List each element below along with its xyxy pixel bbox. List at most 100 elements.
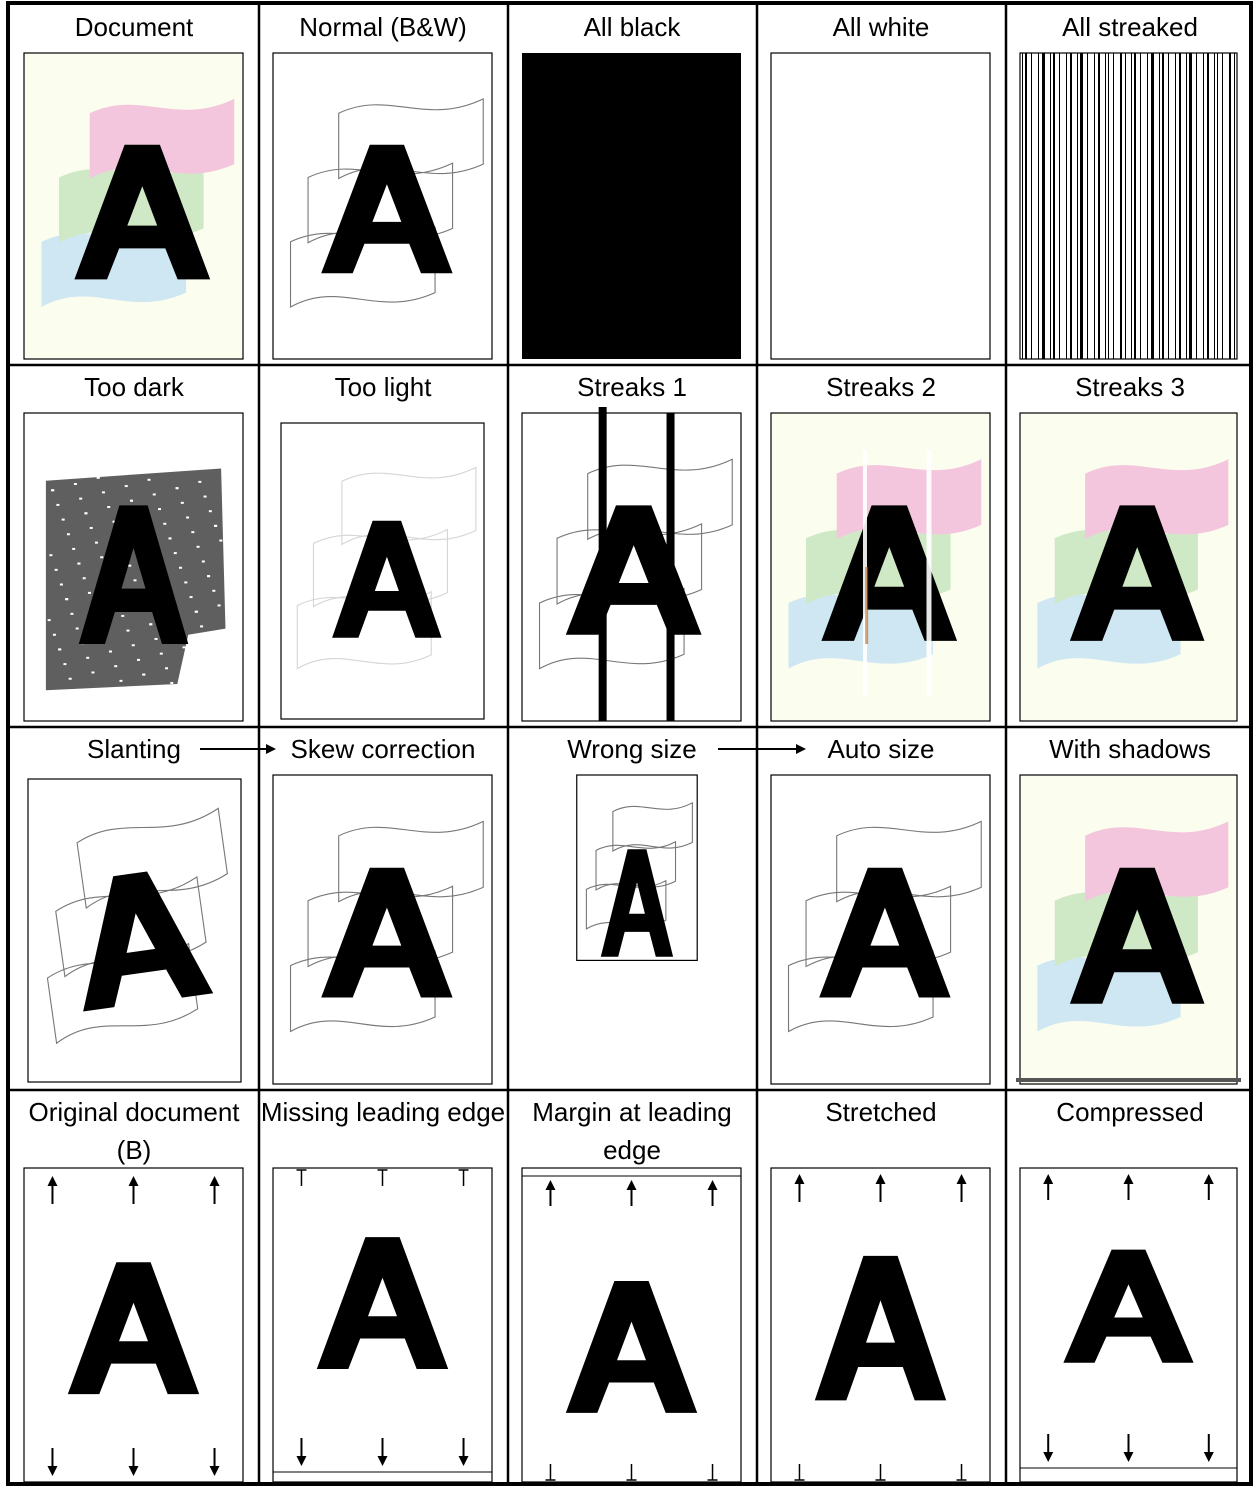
- shadow-bar: [1016, 1078, 1241, 1082]
- speck: [58, 648, 61, 650]
- cell-streaked: [1020, 53, 1237, 359]
- speck: [48, 619, 51, 621]
- streak-line: [1070, 53, 1072, 359]
- streak-line: [1098, 53, 1100, 359]
- streak-line: [1038, 53, 1039, 359]
- cell-shadow: [1016, 775, 1241, 1084]
- speck: [218, 604, 221, 606]
- streak-line: [1050, 53, 1051, 359]
- page-outline: [273, 53, 492, 359]
- cell-arrows: [24, 1168, 243, 1482]
- speck: [100, 556, 103, 558]
- cell-title: Skew correction: [259, 730, 507, 768]
- cell-stretched: [771, 1168, 990, 1482]
- speck: [74, 483, 77, 485]
- speck: [107, 506, 110, 508]
- cell-outline: [771, 775, 990, 1084]
- cell-title: Wrong size: [508, 730, 756, 768]
- speck: [56, 504, 59, 506]
- streak-line: [1162, 53, 1164, 359]
- speck: [190, 596, 193, 598]
- page-outline: [522, 1168, 741, 1482]
- streak-line: [1080, 53, 1083, 359]
- streak-line: [1234, 53, 1235, 359]
- cell-title: Too light: [259, 368, 507, 406]
- brown-streak: [865, 567, 868, 644]
- cell-small: [577, 775, 697, 960]
- streak-line: [1077, 53, 1078, 359]
- speck: [109, 651, 112, 653]
- speck: [91, 671, 94, 673]
- streak-line: [1217, 53, 1218, 359]
- cell-title: Auto size: [757, 730, 1005, 768]
- speck: [183, 646, 186, 648]
- streak-line: [1053, 53, 1055, 359]
- streak-line: [1042, 53, 1045, 359]
- streak-line: [1134, 53, 1136, 359]
- speck: [55, 569, 58, 571]
- speck: [63, 663, 66, 665]
- page-outline: [522, 413, 741, 721]
- speck: [77, 563, 80, 565]
- streak-line: [1186, 53, 1187, 359]
- cell-color: [1020, 413, 1237, 721]
- cell-missing: [273, 1168, 492, 1482]
- page-outline: [281, 423, 484, 719]
- speck: [149, 623, 152, 625]
- speck: [211, 655, 214, 657]
- speck: [188, 661, 191, 663]
- speck: [193, 676, 196, 678]
- speck: [88, 592, 91, 594]
- speck: [207, 575, 210, 577]
- speck: [53, 634, 56, 636]
- speck: [79, 498, 82, 500]
- cell-title: Stretched: [757, 1093, 1005, 1131]
- speck: [134, 579, 137, 581]
- streak-line: [1229, 53, 1231, 359]
- speck: [216, 669, 219, 671]
- streak-line: [1196, 53, 1197, 359]
- speck: [67, 533, 70, 535]
- cell-black: [522, 53, 741, 359]
- streak-line: [1094, 53, 1095, 359]
- page-outline: [771, 775, 990, 1084]
- cell-compressed: [1020, 1168, 1237, 1482]
- speck: [126, 630, 129, 632]
- cell-margin: [522, 1168, 741, 1482]
- cell-title: All black: [508, 8, 756, 46]
- speck: [158, 508, 161, 510]
- streak-line: [1066, 53, 1067, 359]
- cell-outline: [273, 53, 492, 359]
- speck: [163, 523, 166, 525]
- streak-line: [1059, 53, 1060, 359]
- speck: [46, 475, 49, 477]
- speck: [49, 554, 52, 556]
- speck: [125, 485, 128, 487]
- speck: [70, 613, 73, 615]
- cell-streaks2: [771, 413, 990, 721]
- speck: [205, 640, 208, 642]
- cell-title: With shadows: [1006, 730, 1253, 768]
- speck: [102, 491, 105, 493]
- streak-line: [1025, 53, 1027, 359]
- white-streak: [926, 450, 931, 696]
- cell-white: [771, 53, 990, 359]
- cell-streaks1: [522, 407, 741, 721]
- black-streak: [599, 407, 607, 721]
- speck: [198, 481, 201, 483]
- streak-line: [1203, 53, 1204, 359]
- cell-title: All white: [757, 8, 1005, 46]
- streak-line: [1022, 53, 1023, 359]
- cell-title: All streaked: [1006, 8, 1253, 46]
- speck: [83, 577, 86, 579]
- speck: [174, 552, 177, 554]
- speck: [51, 489, 54, 491]
- speck: [153, 493, 156, 495]
- cell-dark: [24, 413, 243, 721]
- speck: [176, 487, 179, 489]
- streak-line: [1159, 53, 1160, 359]
- streak-line: [1168, 53, 1169, 359]
- speck: [130, 500, 133, 502]
- speck: [184, 581, 187, 583]
- cell-title: Missing leading edge: [259, 1093, 507, 1131]
